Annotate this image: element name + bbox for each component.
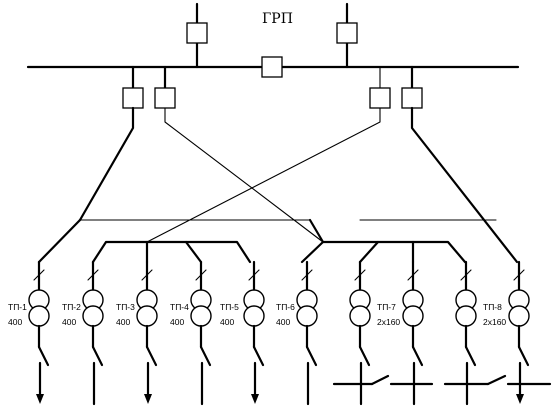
secondary-winding [508,305,530,327]
diagram-title: ГРП [262,11,293,27]
lv-switch [252,345,265,367]
disconnector-mark [141,269,153,281]
lv-switch [411,345,424,367]
grp-switchgear [26,2,520,109]
disconnector-mark [513,269,525,281]
arrow-icon [516,394,524,404]
disconnector-mark [33,269,45,281]
lv-bus-tie-switch-2 [486,374,507,386]
secondary-winding [455,305,477,327]
lv-switch [91,345,104,367]
lv-switch [305,345,318,367]
secondary-winding [82,305,104,327]
transformer-unit [82,260,104,406]
substation-layer: ТП-1 400 ТП-2 400 ТП-3 400 ТП-4 400 ТП-5 400 ТП-6 4… [8,260,552,406]
substation-name: ТП-1 [8,302,27,312]
lv-bus-tie-switch [370,374,390,386]
distribution-lines [37,106,519,264]
secondary-winding [28,305,50,327]
feeder-1 [78,106,135,222]
disconnector-mark [301,269,313,281]
substation-rating: 400 [8,317,22,327]
disconnector-mark [195,269,207,281]
substation-name: ТП-5 [220,302,239,312]
outgoing-breaker-2 [154,87,176,109]
substation-name: ТП-7 [377,302,396,312]
transformer-unit [243,260,265,404]
disconnector-mark [407,269,419,281]
lv-switch [464,345,477,367]
drop-tp7a [358,240,380,264]
lv-switch [199,345,212,367]
disconnector-mark [354,269,366,281]
feeder-3 [146,107,381,243]
substation-name: ТП-3 [116,302,135,312]
substation-rating: 2x160 [377,317,400,327]
drop-tp4 [184,240,203,264]
lv-switch [37,345,50,367]
transformer-unit [190,260,212,406]
lv-switch [517,345,530,367]
link-ring-to-tp1 [37,218,82,264]
substation-rating: 400 [62,317,76,327]
transformer-unit [402,260,424,406]
transformer-unit [349,260,371,406]
outgoing-breaker-4 [401,87,423,109]
incoming-breaker-left [186,22,208,44]
transformer-unit [28,260,50,404]
disconnector-mark [248,269,260,281]
substation-name: ТП-6 [276,302,295,312]
secondary-winding [402,305,424,327]
lv-switch [358,345,371,367]
transformer-unit [136,260,158,404]
arrow-icon [251,394,259,404]
substation-rating: 400 [170,317,184,327]
secondary-winding [136,305,158,327]
tie-bus-right [300,240,467,264]
bus-section-breaker [261,56,283,78]
secondary-winding [349,305,371,327]
disconnector-mark [87,269,99,281]
feeder-2 [164,107,324,243]
arrow-icon [144,394,152,404]
substation-rating: 2x160 [483,317,506,327]
transformer-unit [455,260,477,406]
secondary-winding [190,305,212,327]
secondary-winding [296,305,318,327]
tie-bus-left [91,240,252,264]
transformer-unit [296,260,318,406]
substation-name: ТП-2 [62,302,81,312]
substation-name: ТП-4 [170,302,189,312]
substation-rating: 400 [220,317,234,327]
substation-name: ТП-8 [483,302,502,312]
incoming-breaker-right [336,22,358,44]
substation-rating: 400 [116,317,130,327]
disconnector-mark [460,269,472,281]
outgoing-breaker-1 [122,87,144,109]
lv-switch [145,345,158,367]
substation-rating: 400 [276,317,290,327]
transformer-unit [508,260,530,404]
link-ring-to-tp6 [308,218,325,244]
secondary-winding [243,305,265,327]
outgoing-breaker-3 [369,87,391,109]
feeder-4 [410,106,519,264]
arrow-icon [36,394,44,404]
